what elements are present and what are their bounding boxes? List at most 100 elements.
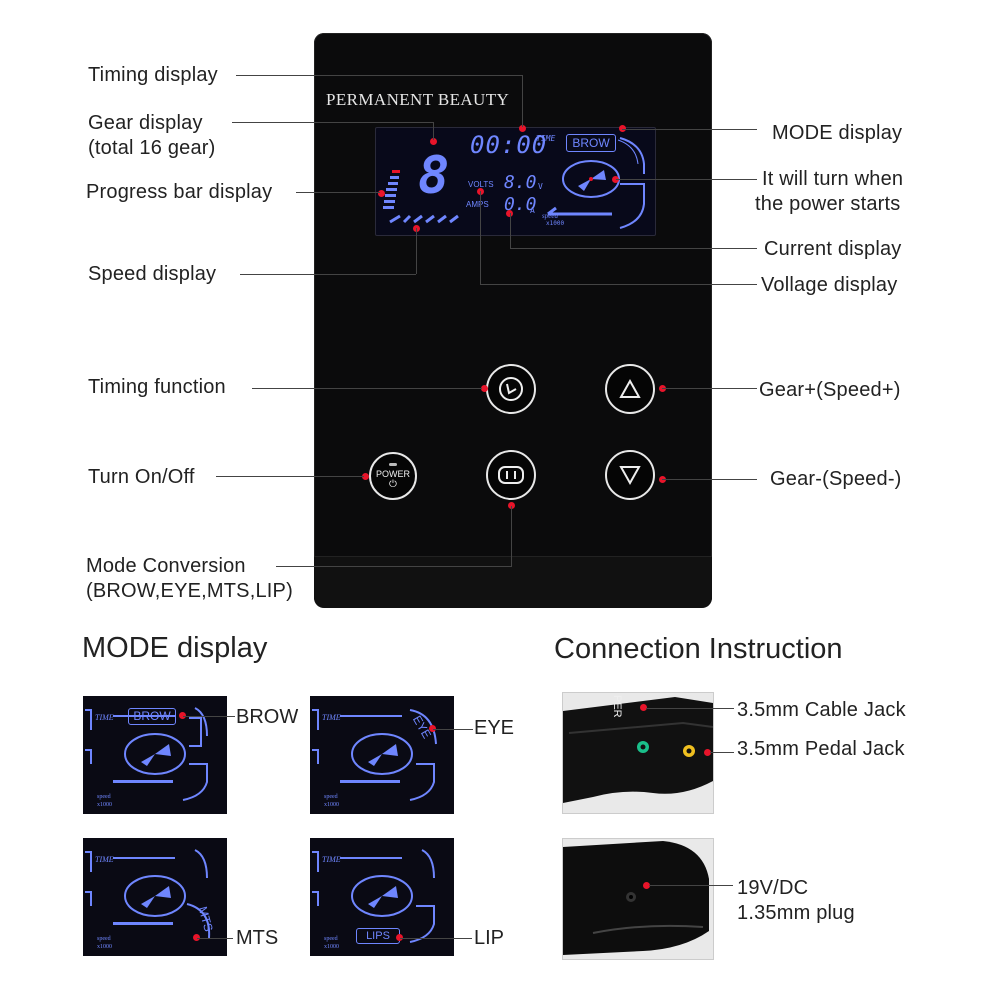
timer-dot bbox=[519, 125, 526, 132]
leader-line bbox=[183, 716, 235, 717]
device-dc-port-icon bbox=[563, 839, 713, 959]
lcd-screen: 8 00:00 TIME BROW VOLTS 8.0 V AMPS 0.0 A… bbox=[375, 127, 656, 236]
lcd-fragment-icon: TIME speed x1000 bbox=[85, 849, 211, 950]
mode-readout: BROW bbox=[566, 134, 616, 152]
dc-plug-label: 1.35mm plug bbox=[737, 902, 855, 924]
timing-button[interactable] bbox=[486, 364, 536, 414]
callout-gear-plus: Gear+(Speed+) bbox=[759, 379, 901, 401]
mode-switch-icon bbox=[498, 466, 524, 484]
svg-text:x1000: x1000 bbox=[97, 944, 112, 950]
mode-thumb-mts: TIME speed x1000 MTS bbox=[83, 838, 227, 956]
leader-line bbox=[433, 729, 473, 730]
fan-dot bbox=[612, 176, 619, 183]
power-led bbox=[389, 462, 397, 466]
mode-button-dot bbox=[508, 502, 515, 509]
leader-line bbox=[480, 191, 481, 284]
svg-text:speed: speed bbox=[324, 936, 338, 942]
speed-indicator-icon bbox=[547, 206, 612, 216]
power-button[interactable]: POWER ⏻ bbox=[369, 452, 417, 500]
dc-port-dot bbox=[643, 882, 650, 889]
speed-bar-icon bbox=[389, 214, 459, 224]
photo-brand-fragment: PER bbox=[611, 695, 623, 718]
mode-thumb-brow: TIME speed x1000 BROW bbox=[83, 696, 227, 814]
svg-text:x1000: x1000 bbox=[324, 944, 339, 950]
leader-line bbox=[510, 213, 511, 248]
leader-line bbox=[240, 274, 416, 275]
mode-thumb-eye: TIME speed x1000 EYE bbox=[310, 696, 454, 814]
leader-line bbox=[216, 476, 364, 477]
fan-icon bbox=[562, 160, 620, 198]
leader-line bbox=[662, 388, 757, 389]
progress-bar-icon bbox=[383, 170, 400, 209]
amps-label: AMPS bbox=[466, 200, 489, 209]
leader-line bbox=[296, 192, 380, 193]
amps-value: 0.0 bbox=[504, 194, 537, 215]
svg-text:x1000: x1000 bbox=[97, 802, 112, 808]
dc-label: 19V/DC bbox=[737, 877, 809, 899]
timing-dot bbox=[481, 385, 488, 392]
leader-line bbox=[511, 506, 512, 566]
pedal-jack-dot bbox=[704, 749, 711, 756]
gear-dot bbox=[430, 138, 437, 145]
leader-line bbox=[236, 75, 522, 76]
svg-text:speed: speed bbox=[97, 936, 111, 942]
callout-gear-display: Gear display bbox=[88, 112, 203, 134]
lcd-fragment-icon: TIME speed x1000 bbox=[85, 707, 208, 808]
callout-gear-minus: Gear-(Speed-) bbox=[770, 468, 902, 490]
amps-unit: A bbox=[530, 206, 535, 215]
leader-line bbox=[197, 938, 233, 939]
connection-section-title: Connection Instruction bbox=[554, 633, 843, 665]
mode-dot bbox=[619, 125, 626, 132]
leader-line bbox=[510, 248, 757, 249]
leader-line bbox=[622, 129, 757, 130]
amps-dot bbox=[506, 210, 513, 217]
callout-power-starts-note: the power starts bbox=[755, 193, 901, 215]
callout-timing-display: Timing display bbox=[88, 64, 218, 86]
svg-text:x1000: x1000 bbox=[324, 802, 339, 808]
pedal-jack-label: 3.5mm Pedal Jack bbox=[737, 738, 905, 760]
volts-value: 8.0 bbox=[504, 172, 537, 193]
callout-mode-conversion-note: (BROW,EYE,MTS,LIP) bbox=[86, 580, 293, 602]
mode-label-lip: LIP bbox=[474, 927, 505, 949]
callout-power-starts: It will turn when bbox=[762, 168, 904, 190]
callout-speed-display: Speed display bbox=[88, 263, 217, 285]
leader-line bbox=[276, 566, 512, 567]
timer-readout: 00:00 bbox=[470, 131, 548, 159]
volts-label: VOLTS bbox=[468, 180, 494, 189]
svg-text:speed: speed bbox=[97, 794, 111, 800]
gear-up-button[interactable] bbox=[605, 364, 655, 414]
speed-unit: x1000 bbox=[546, 220, 565, 227]
callout-timing-function: Timing function bbox=[88, 376, 226, 398]
leader-line bbox=[662, 479, 757, 480]
jack-photo: PER bbox=[562, 692, 714, 814]
time-label: TIME bbox=[536, 134, 556, 143]
svg-text:TIME: TIME bbox=[95, 713, 114, 722]
mode-thumb-lips: TIME speed x1000 LIPS bbox=[310, 838, 454, 956]
leader-line bbox=[416, 228, 417, 274]
mode-thumb-dot bbox=[179, 712, 186, 719]
gear-down-button[interactable] bbox=[605, 450, 655, 500]
mode-button[interactable] bbox=[486, 450, 536, 500]
leader-line bbox=[433, 122, 434, 140]
leader-line bbox=[646, 708, 734, 709]
device-lower-band bbox=[314, 556, 712, 608]
dc-photo bbox=[562, 838, 714, 960]
svg-text:TIME: TIME bbox=[322, 855, 341, 864]
mode-thumb-screen-text: BROW bbox=[128, 708, 176, 725]
leader-line bbox=[616, 179, 757, 180]
mode-label-eye: EYE bbox=[474, 717, 515, 739]
svg-text:TIME: TIME bbox=[322, 713, 341, 722]
callout-mode-conversion: Mode Conversion bbox=[86, 555, 246, 577]
svg-text:speed: speed bbox=[324, 794, 338, 800]
speed-label: speed bbox=[542, 212, 558, 220]
mode-thumb-dot bbox=[193, 934, 200, 941]
cable-jack-dot bbox=[640, 704, 647, 711]
mode-label-brow: BROW bbox=[236, 706, 299, 728]
clock-icon bbox=[499, 377, 523, 401]
mode-arc-icon bbox=[617, 137, 645, 229]
mode-label-mts: MTS bbox=[236, 927, 279, 949]
brand-label: PERMANENT BEAUTY bbox=[326, 90, 510, 109]
leader-line bbox=[522, 75, 523, 127]
leader-line bbox=[232, 122, 434, 123]
gear-digit: 8 bbox=[418, 146, 450, 206]
